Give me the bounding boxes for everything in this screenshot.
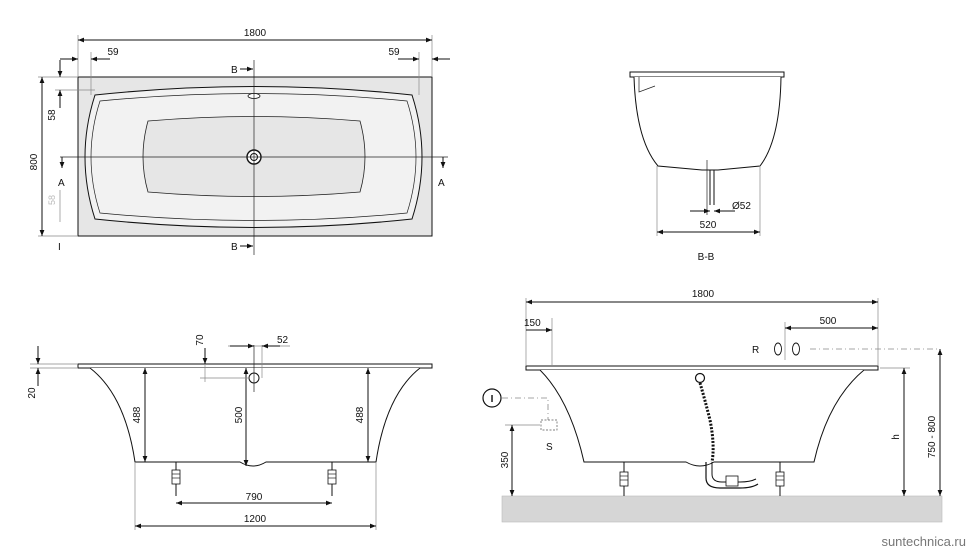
- dim-depth-left: 488: [132, 406, 143, 423]
- dim-total-height: 750 - 800: [927, 415, 938, 458]
- tub-side-right: [539, 369, 865, 467]
- foot-right-2: [775, 462, 785, 496]
- dim-overflow-height: 70: [195, 334, 206, 346]
- section-b-top: B: [231, 65, 238, 76]
- watermark: suntechnica.ru: [881, 534, 966, 549]
- rim-bb: [629, 71, 785, 78]
- tub-inner-top: [90, 93, 417, 221]
- label-s: S: [546, 442, 553, 453]
- dim-350: 350: [500, 451, 511, 468]
- dim-base-width: 520: [700, 220, 717, 231]
- floor: [501, 495, 943, 523]
- overflow-hose: [698, 382, 715, 463]
- dim-depth-right: 488: [355, 406, 366, 423]
- dim-length-right: 1800: [692, 289, 715, 300]
- foot-right: [327, 462, 337, 496]
- dim-depth-center: 500: [234, 406, 245, 423]
- dim-length-top: 1800: [244, 28, 267, 39]
- side-view-left: 20 488 488 500 52 70 790: [27, 334, 433, 530]
- section-a-right: A: [438, 178, 445, 189]
- rim-side-right: [525, 365, 879, 371]
- foot-right-1: [619, 462, 629, 496]
- siphon-pipe: [705, 462, 759, 489]
- dim-edge-left: 59: [107, 47, 119, 58]
- section-b-bottom: B: [231, 242, 238, 253]
- tub-section-bb: [633, 76, 782, 171]
- dim-edge-right: 59: [388, 47, 400, 58]
- tub-side-left: [89, 367, 421, 467]
- mark-i: I: [58, 242, 61, 253]
- dim-overflow-width: 52: [277, 335, 289, 346]
- dim-500-right: 500: [820, 316, 837, 327]
- dim-feet-spacing: 790: [246, 492, 263, 503]
- dim-rim-thickness: 20: [27, 387, 38, 399]
- label-i: I: [491, 394, 494, 405]
- section-bb: Ø52 520 B-B: [629, 71, 785, 263]
- dim-bottom-length: 1200: [244, 514, 267, 525]
- dim-150: 150: [524, 318, 541, 329]
- label-r: R: [752, 345, 759, 356]
- dim-58-faded: 58: [47, 195, 57, 205]
- side-view-right: 1800 150 500 R h 750 - 800 350 I S: [482, 289, 943, 523]
- tap-icon: [792, 342, 800, 356]
- top-view: 1800 59 59 800 58 58 I A A B B: [29, 28, 450, 255]
- rim-side-left: [77, 363, 433, 369]
- dim-drain-diameter: Ø52: [732, 201, 751, 212]
- tap-icon: [774, 342, 782, 356]
- section-bb-caption: B-B: [698, 252, 715, 263]
- section-a-left: A: [58, 178, 65, 189]
- foot-left: [171, 462, 181, 496]
- siphon-box: [540, 419, 558, 431]
- label-h: h: [891, 434, 902, 440]
- dim-width-top: 800: [29, 153, 40, 170]
- dim-58: 58: [47, 109, 58, 121]
- info-circle-icon: [482, 388, 502, 408]
- overflow-right-icon: [694, 372, 706, 384]
